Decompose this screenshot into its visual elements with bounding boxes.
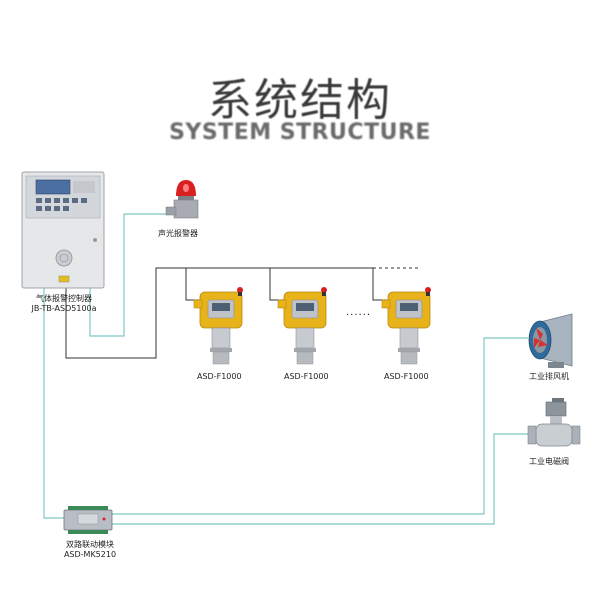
more-detectors-ellipsis: ......: [346, 307, 372, 318]
module-label: 双路联动模块: [66, 540, 114, 549]
sound-light-alarm-icon: [165, 180, 199, 219]
controller-label: 气体报警控制器: [36, 294, 92, 303]
detector-model-2: ASD-F1000: [284, 372, 329, 381]
valve-label: 工业电磁阀: [529, 457, 569, 466]
module-link-line: [43, 288, 64, 519]
gas-detector-icon-1: [193, 287, 243, 365]
gas-alarm-controller: [21, 171, 105, 289]
drop-line-1: [185, 268, 200, 301]
title-chinese: 系统结构: [208, 75, 392, 126]
detector-model-1: ASD-F1000: [197, 372, 242, 381]
title-english: SYSTEM STRUCTURE: [169, 120, 431, 145]
detector-bus-line: [65, 267, 373, 359]
controller-display: [35, 179, 71, 195]
detector-model-3: ASD-F1000: [384, 372, 429, 381]
alarm-link-line: [89, 213, 166, 337]
controller-model: JB-TB-ASD5100a: [31, 304, 97, 313]
module-model: ASD-MK5210: [63, 550, 117, 559]
valve-link-line: [112, 433, 528, 525]
alarm-label: 声光报警器: [158, 229, 198, 238]
drop-line-2: [269, 268, 284, 301]
linkage-module-icon: [63, 506, 113, 534]
fan-link-line: [112, 337, 528, 515]
link-lines: [43, 213, 528, 525]
solenoid-valve-icon: [527, 398, 581, 447]
speaker-icon: [55, 249, 73, 267]
exhaust-fan-icon: [528, 313, 573, 368]
drop-line-3: [372, 268, 387, 301]
gas-detector-icon-3: [381, 287, 431, 365]
fan-label: 工业排风机: [529, 372, 569, 381]
gas-detector-icon-2: [277, 287, 327, 365]
